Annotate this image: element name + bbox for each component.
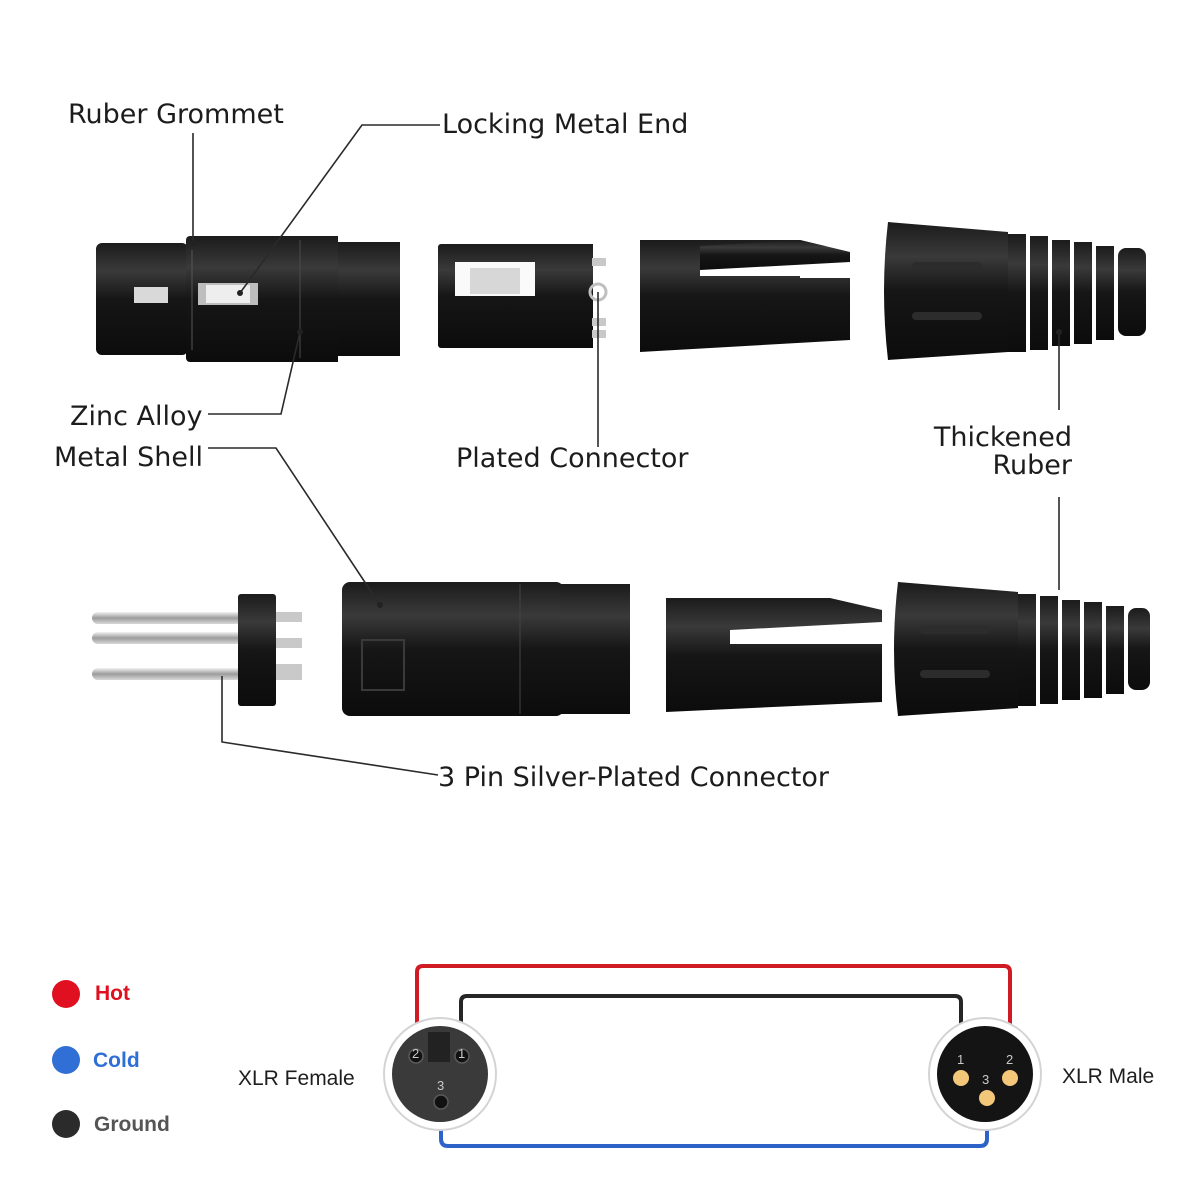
female-pin-1: 1 xyxy=(458,1046,465,1061)
ground-wire xyxy=(459,994,963,1058)
xlr-female-label: XLR Female xyxy=(238,1067,355,1090)
cold-wire xyxy=(439,1098,989,1148)
legend-item-hot: Hot xyxy=(52,980,130,1008)
male-pin-insert xyxy=(92,594,302,706)
xlr-female-socket: 2 1 3 xyxy=(383,1017,497,1131)
female-pin-3: 3 xyxy=(437,1078,444,1093)
legend-label-hot: Hot xyxy=(95,982,130,1005)
label-plated-connector: Plated Connector xyxy=(456,443,689,474)
male-pin-1: 1 xyxy=(957,1052,964,1067)
legend-item-cold: Cold xyxy=(52,1046,140,1074)
female-rubber-boot xyxy=(884,222,1146,360)
male-rubber-boot xyxy=(894,582,1150,716)
label-zinc-alloy: Zinc Alloy xyxy=(70,401,203,432)
label-ruber: Ruber xyxy=(992,450,1072,481)
xlr-male-plug: 1 2 3 xyxy=(928,1017,1042,1131)
callout-leaders xyxy=(190,124,1062,776)
cold-color-swatch xyxy=(52,1046,80,1074)
male-metal-shell xyxy=(342,582,630,716)
hot-wire xyxy=(415,964,1012,1056)
male-pin-3: 3 xyxy=(982,1072,989,1087)
label-locking-metal-end: Locking Metal End xyxy=(442,109,688,140)
label-rubber-grommet: Ruber Grommet xyxy=(68,99,284,130)
female-cable-clamp xyxy=(640,240,850,352)
legend-label-cold: Cold xyxy=(93,1049,140,1072)
male-cable-clamp xyxy=(666,598,882,712)
legend-item-ground: Ground xyxy=(52,1110,170,1138)
legend-label-ground: Ground xyxy=(94,1113,170,1136)
callout-labels: Ruber Grommet Locking Metal End Zinc All… xyxy=(54,99,1073,793)
female-plated-connector-insert xyxy=(438,244,608,348)
female-shell-assembly xyxy=(96,236,400,362)
label-metal-shell: Metal Shell xyxy=(54,442,203,473)
female-pin-2: 2 xyxy=(412,1046,419,1061)
label-three-pin-connector: 3 Pin Silver-Plated Connector xyxy=(438,762,830,793)
xlr-wiring-diagram: 2 1 3 1 2 3 XLR Female XLR Male xyxy=(238,964,1154,1148)
male-pin-2: 2 xyxy=(1006,1052,1013,1067)
label-thickened: Thickened xyxy=(933,422,1072,453)
ground-color-swatch xyxy=(52,1110,80,1138)
male-connector-parts xyxy=(92,582,1150,716)
hot-color-swatch xyxy=(52,980,80,1008)
xlr-male-label: XLR Male xyxy=(1062,1065,1154,1088)
wire-color-legend: Hot Cold Ground xyxy=(52,980,170,1138)
female-connector-parts xyxy=(96,222,1146,362)
